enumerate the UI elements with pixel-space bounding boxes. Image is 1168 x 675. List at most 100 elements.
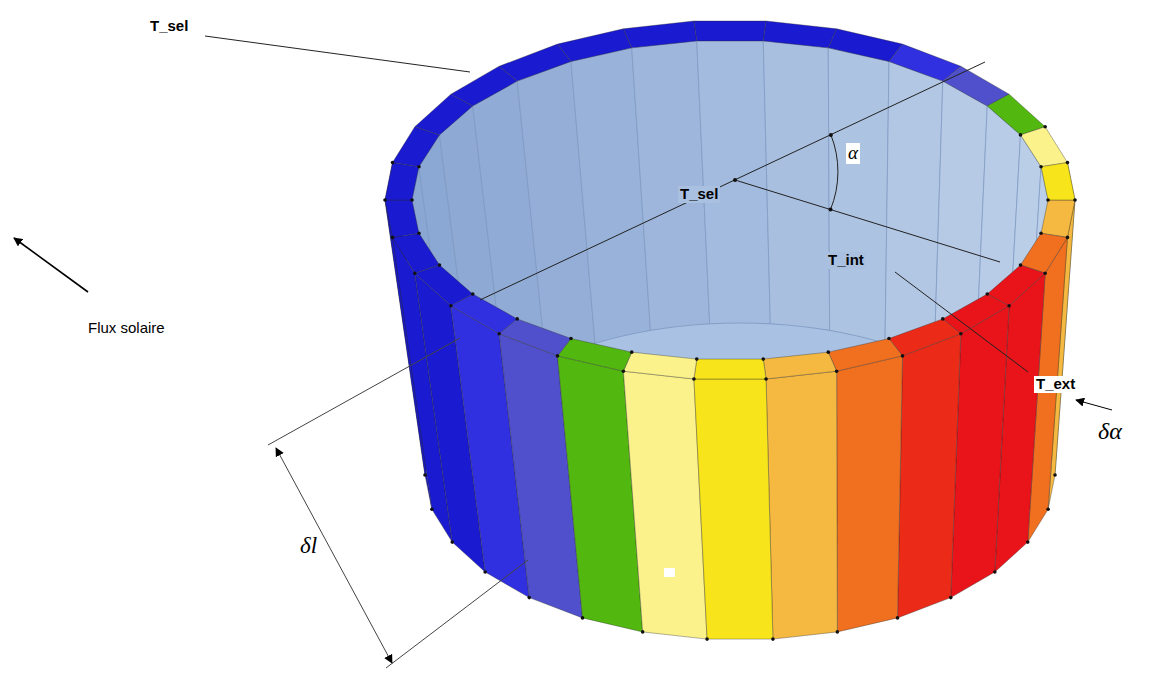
mesh-node (692, 377, 696, 381)
rim-facet (828, 29, 902, 62)
angle-dot (829, 133, 833, 137)
angle-label: α (846, 143, 860, 164)
sun-flux-label: Flux solaire (88, 320, 165, 337)
angle-line (735, 180, 1000, 262)
mesh-node (695, 357, 699, 361)
mesh-node (391, 236, 395, 240)
mesh-node (641, 630, 645, 634)
center-dot (733, 178, 737, 182)
annotations (14, 36, 1112, 668)
mesh-node (1039, 165, 1043, 169)
mesh-node (569, 337, 573, 341)
inner-wall-facet (828, 48, 889, 344)
extension-line (268, 338, 460, 445)
mesh-node (941, 317, 945, 321)
rim-facet (1041, 163, 1075, 200)
top-rim (385, 21, 1075, 379)
mesh-node (896, 616, 900, 620)
inner-wall-facet (697, 41, 771, 324)
mesh-node (556, 354, 560, 358)
mesh-node (497, 332, 501, 336)
mesh-node (391, 161, 395, 165)
mesh-nodes (383, 125, 1077, 641)
temperature-label: T_sel (678, 186, 720, 203)
mesh-node (430, 508, 434, 512)
temperature-label: T_sel (150, 18, 188, 35)
mesh-node (959, 332, 963, 336)
rim-facet (694, 21, 766, 41)
rim-facet (763, 352, 836, 379)
mesh-node (410, 198, 414, 202)
mesh-node (483, 570, 487, 574)
rim-facet (393, 233, 440, 273)
wall-facet (623, 371, 707, 639)
mesh-node (835, 369, 839, 373)
extension-line (386, 560, 528, 668)
inner-floor (450, 323, 1030, 627)
rim-facet (889, 319, 961, 356)
rim-facet (558, 339, 632, 372)
rim-facet (1041, 200, 1075, 237)
marker-square (664, 568, 675, 577)
mesh-node (771, 637, 775, 641)
rim-facet (1021, 127, 1068, 167)
mesh-node (761, 357, 765, 361)
rim-facet (828, 339, 902, 372)
mesh-node (836, 630, 840, 634)
rim-facet (558, 29, 632, 62)
inner-wall-facet (885, 61, 943, 362)
mesh-node (985, 292, 989, 296)
angle-arc (831, 135, 838, 210)
temperature-label: T_int (826, 252, 866, 269)
mesh-node (438, 263, 442, 267)
mesh-node (1039, 231, 1043, 235)
mesh-node (993, 570, 997, 574)
wall-facet (898, 334, 961, 618)
mesh-node (383, 198, 387, 202)
pointer-arrow (1076, 400, 1112, 410)
mesh-node (527, 596, 531, 600)
inner-wall-facet (763, 41, 829, 331)
mesh-node (1066, 161, 1070, 165)
inner-surface (412, 40, 1048, 627)
rim-facet (499, 44, 571, 81)
mesh-node (417, 165, 421, 169)
mesh-node (417, 231, 421, 235)
rim-facet (415, 265, 473, 306)
dimension-label: δl (298, 533, 319, 558)
leader-line (895, 272, 1028, 372)
mesh-node (1019, 133, 1023, 137)
mesh-node (1019, 263, 1023, 267)
mesh-node (826, 350, 830, 354)
mesh-node (1046, 198, 1050, 202)
mesh-node (1026, 540, 1030, 544)
temperature-label: T_ext (1034, 376, 1077, 393)
mesh-node (1043, 271, 1047, 275)
mesh-node (887, 337, 891, 341)
wall-facet (837, 356, 903, 632)
rim-facet (623, 21, 696, 48)
angle-dot (829, 208, 833, 212)
rim-facet (385, 163, 419, 200)
mesh-node (1043, 125, 1047, 129)
leader-line (205, 36, 470, 72)
sun-arrow (14, 238, 88, 292)
dimension-label: δα (1098, 418, 1122, 444)
diameter-line (480, 62, 985, 300)
rim-facet (623, 352, 696, 379)
mesh-node (423, 473, 427, 477)
mesh-node (949, 596, 953, 600)
mesh-node (449, 304, 453, 308)
mesh-node (764, 377, 768, 381)
mesh-node (450, 540, 454, 544)
rim-facet (987, 94, 1045, 135)
dimension-line (276, 448, 392, 663)
mesh-node (705, 637, 709, 641)
mesh-node (901, 354, 905, 358)
mesh-node (1053, 473, 1057, 477)
rim-facet (694, 359, 766, 379)
rim-facet (385, 200, 419, 237)
